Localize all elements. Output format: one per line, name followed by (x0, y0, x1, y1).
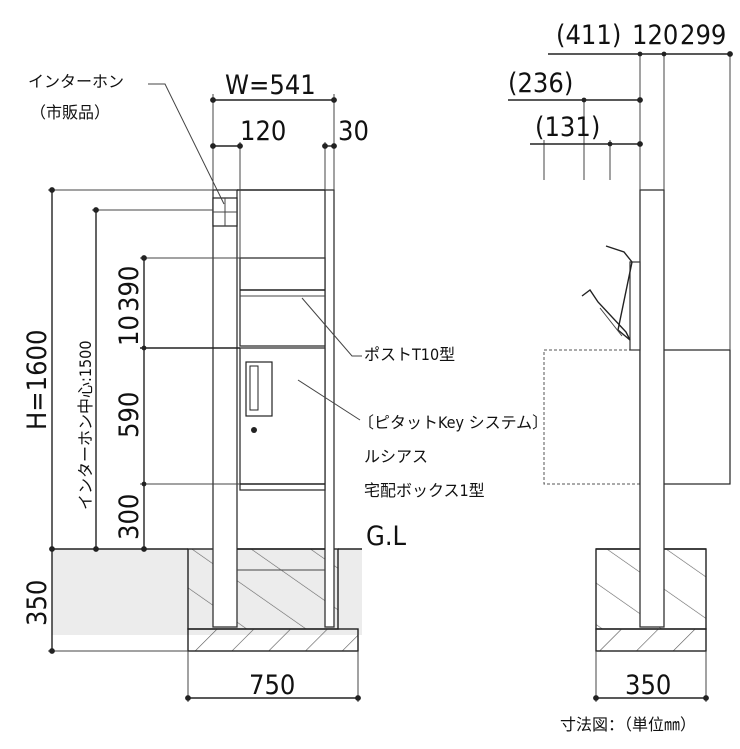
post-label: ポストT10型 (364, 345, 455, 364)
dim-120-text: 120 (240, 116, 286, 147)
dim-390-text: 390 (114, 266, 145, 312)
delivery-box-keyhole (251, 427, 257, 433)
intercom-leader (148, 83, 225, 205)
intercom-center-dim-text: インターホン中心:1500 (76, 341, 95, 510)
side-delivery-box (543, 349, 641, 485)
dim-590-text: 590 (114, 392, 145, 438)
side-dim-350-text: 350 (625, 670, 671, 701)
height-dim-text: H=1600 (22, 330, 53, 430)
intercom-label: インターホン (28, 72, 124, 91)
delivery-box-leader (297, 379, 361, 421)
intercom-note: （市販品） (30, 103, 110, 122)
left-pillar (212, 189, 238, 628)
post-t10 (239, 257, 326, 347)
gl-label: G.L (366, 521, 407, 552)
depth-dim-text: 350 (22, 580, 53, 626)
foundation-concrete (187, 548, 339, 630)
side-post-flap-lower (581, 288, 631, 341)
dim-10-text: 10 (114, 315, 145, 346)
right-pillar (324, 189, 335, 628)
side-foundation-gravel (595, 628, 707, 652)
rusias-label: ルシアス (364, 447, 428, 466)
foundation-gravel (187, 628, 359, 652)
unit-note: 寸法図：（単位㎜） (560, 715, 696, 734)
side-dim-299-text: 299 (680, 20, 726, 51)
side-pillar (639, 189, 665, 628)
key-system-label: 〔ピタットKey システム〕 (358, 413, 548, 432)
dim-750-text: 750 (249, 670, 295, 701)
side-dim-120-text: 120 (632, 20, 678, 51)
side-post-flap-upper (605, 245, 633, 341)
post-leader (301, 297, 362, 357)
delivery-box-label: 宅配ボックス1型 (364, 481, 485, 500)
dim-300-text: 300 (114, 494, 145, 540)
dim-30-text: 30 (338, 116, 369, 147)
side-dim-236-text: (236) (508, 68, 573, 99)
side-dim-411-text: (411) (556, 20, 621, 51)
front-view (48, 83, 362, 702)
side-dim-131-text: (131) (535, 112, 600, 143)
width-dim-text: W=541 (225, 70, 316, 101)
side-view (508, 51, 733, 702)
